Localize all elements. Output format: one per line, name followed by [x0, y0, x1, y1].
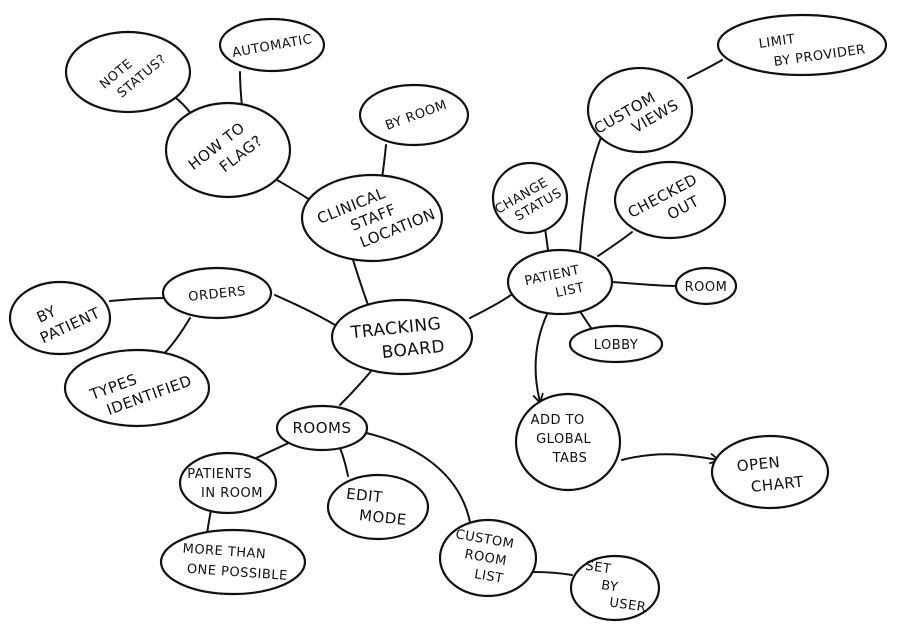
svg-text:SET BY USER: SET BY USER [580, 559, 652, 616]
node-types-identified: TYPES IDENTIFIED [63, 348, 211, 428]
node-note-status: NOTE STATUS? [64, 30, 192, 114]
edge-customviews-limit [687, 59, 723, 79]
node-clinical-staff-location: CLINICAL STAFF LOCATION [300, 173, 444, 263]
patients-in-room-line2: IN ROOM [201, 486, 263, 501]
svg-text:MORE THAN ONE POSSIBLE: MORE THAN ONE POSSIBLE [181, 541, 290, 583]
edge-patientlist-checkedout [597, 231, 633, 257]
node-by-patient: BY PATIENT [8, 280, 112, 356]
edge-rooms-customroomlist [361, 431, 471, 523]
edit-mode-line1: EDIT [345, 485, 384, 507]
more-than-line1: MORE THAN [182, 541, 267, 562]
edge-customroomlist-setbyuser [533, 571, 573, 576]
edge-patientlist-customviews [579, 134, 603, 251]
node-change-status: CHANGE STATUS [491, 161, 569, 235]
node-patients-in-room: PATIENTS IN ROOM [178, 451, 278, 515]
patients-in-room-line1: PATIENTS [187, 467, 252, 482]
custom-room-line3: LIST [473, 567, 504, 587]
edge-tracking-rooms [339, 369, 373, 406]
edge-orders-bypatient [109, 297, 169, 302]
node-more-than-one-possible: MORE THAN ONE POSSIBLE [159, 528, 307, 596]
svg-text:ADD TO GLOBAL TABS: ADD TO GLOBAL TABS [531, 413, 596, 466]
orders-line1: ORDERS [188, 284, 247, 305]
svg-text:ROOM: ROOM [685, 280, 728, 295]
edge-tracking-orders [274, 294, 336, 326]
node-tracking-board: TRACKING BOARD [330, 298, 474, 376]
add-tabs-line3: TABS [552, 451, 588, 466]
add-tabs-line2: GLOBAL [536, 432, 591, 447]
node-set-by-user: SET BY USER [569, 554, 661, 622]
edge-howtoflag-automatic [239, 71, 243, 108]
edge-clinical-howtoflag [271, 176, 311, 201]
node-rooms: ROOMS [275, 404, 369, 452]
edge-addtotabs-openchart [621, 452, 721, 465]
svg-text:LOBBY: LOBBY [594, 338, 639, 353]
open-chart-line2: CHART [750, 473, 805, 496]
node-by-room: BY ROOM [358, 83, 470, 147]
node-orders: ORDERS [161, 266, 273, 320]
add-tabs-line1: ADD TO [531, 413, 585, 428]
set-by-user-line3: USER [608, 595, 647, 615]
edge-patientlist-addtotabs [532, 311, 549, 405]
node-how-to-flag: HOW TO FLAG? [164, 101, 292, 199]
custom-room-line2: ROOM [463, 547, 508, 569]
svg-text:PATIENTS IN ROOM: PATIENTS IN ROOM [187, 467, 263, 501]
node-room: ROOM [674, 266, 738, 306]
open-chart-line1: OPEN [736, 453, 781, 475]
node-open-chart: OPEN CHART [710, 434, 830, 510]
set-by-user-line2: BY [600, 578, 619, 595]
room-line1: ROOM [685, 280, 728, 295]
node-limit-by-provider: LIMIT BY PROVIDER [716, 13, 888, 77]
node-lobby: LOBBY [568, 324, 664, 364]
edge-tracking-patientlist [469, 291, 516, 319]
edit-mode-line2: MODE [358, 506, 407, 529]
patient-list-line2: LIST [554, 280, 586, 301]
node-patient-list: PATIENT LIST [506, 248, 614, 316]
edge-clinical-byroom [381, 144, 387, 179]
node-edit-mode: EDIT MODE [326, 473, 430, 541]
svg-text:EDIT MODE: EDIT MODE [343, 485, 409, 529]
node-custom-room-list: CUSTOM ROOM LIST [438, 518, 538, 598]
set-by-user-line1: SET [584, 559, 612, 577]
node-checked-out: CHECKED OUT [613, 160, 727, 240]
svg-text:ORDERS: ORDERS [188, 284, 247, 305]
node-custom-views: CUSTOM VIEWS [586, 66, 694, 154]
edge-rooms-editmode [339, 447, 349, 477]
limit-line1: LIMIT [758, 32, 796, 52]
lobby-line1: LOBBY [594, 338, 639, 353]
more-than-line2: ONE POSSIBLE [186, 562, 288, 584]
edge-patientlist-changestatus [544, 227, 549, 251]
svg-text:OPEN CHART: OPEN CHART [736, 451, 805, 498]
rooms-line1: ROOMS [293, 419, 352, 437]
svg-text:ROOMS: ROOMS [293, 419, 352, 437]
edge-patientlist-room [611, 281, 679, 287]
node-add-to-global-tabs: ADD TO GLOBAL TABS [514, 392, 622, 492]
node-automatic: AUTOMATIC [218, 17, 326, 73]
